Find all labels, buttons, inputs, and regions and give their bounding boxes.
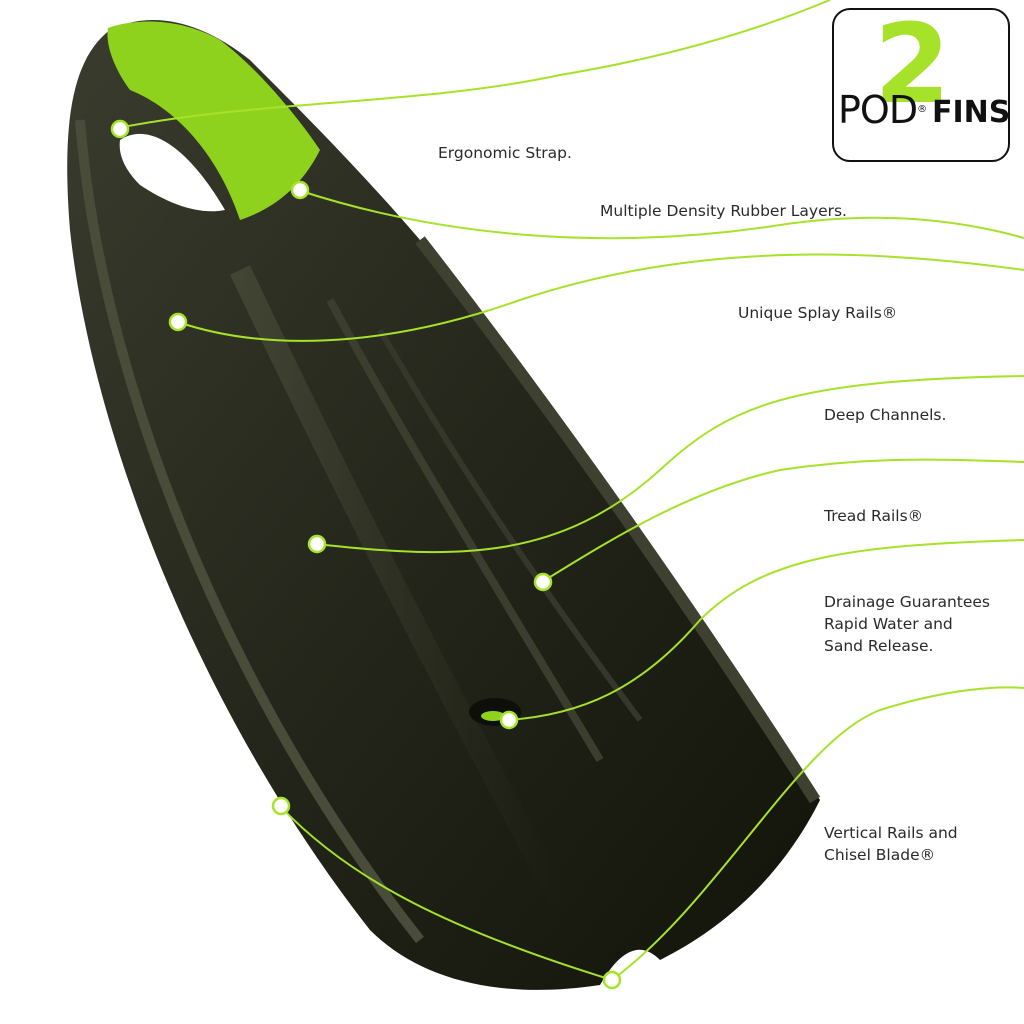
label-line: Chisel Blade® bbox=[824, 846, 936, 864]
logo-product: FINS bbox=[932, 95, 1010, 130]
leader-splay-rails bbox=[177, 253, 1024, 342]
strap-opening bbox=[119, 133, 225, 212]
center-rail bbox=[230, 265, 570, 906]
label-line: Multiple Density Rubber Layers. bbox=[600, 202, 847, 220]
label-line: Sand Release. bbox=[824, 637, 934, 655]
leader-ergonomic-strap bbox=[117, 0, 831, 129]
outer-rail bbox=[415, 236, 821, 804]
logo-brand-text: POD bbox=[838, 88, 918, 132]
dot-multiple-density bbox=[290, 180, 310, 200]
leader-deep-channels bbox=[315, 375, 1024, 554]
dot-splay-rails bbox=[168, 312, 188, 332]
label-vertical-rails: Vertical Rails and Chisel Blade® bbox=[824, 822, 958, 866]
leader-drainage bbox=[507, 539, 1024, 721]
leader-vertical-rails bbox=[279, 686, 1024, 982]
side-rail bbox=[75, 119, 424, 944]
label-line: Ergonomic Strap. bbox=[438, 144, 572, 162]
logo-brand: POD® bbox=[838, 88, 927, 132]
label-drainage: Drainage Guarantees Rapid Water and Sand… bbox=[824, 591, 990, 657]
leader-multiple-density bbox=[297, 189, 1024, 240]
dot-vertical-rails-tip bbox=[602, 970, 622, 990]
dot-ergonomic-strap bbox=[110, 119, 130, 139]
logo-brand-mark: ® bbox=[917, 104, 927, 115]
label-line: Drainage Guarantees bbox=[824, 593, 990, 611]
label-deep-channels: Deep Channels. bbox=[824, 404, 946, 426]
foot-pocket-lining bbox=[107, 21, 320, 221]
logo-number: 2 bbox=[874, 8, 951, 128]
label-line: Tread Rails® bbox=[824, 507, 924, 525]
label-ergonomic-strap: Ergonomic Strap. bbox=[438, 142, 572, 164]
label-multiple-density: Multiple Density Rubber Layers. bbox=[600, 200, 847, 222]
dot-deep-channels bbox=[307, 534, 327, 554]
label-tread-rails: Tread Rails® bbox=[824, 505, 923, 527]
dot-vertical-rails-edge bbox=[271, 796, 291, 816]
pod-fins-logo: 2 POD® FINS bbox=[832, 8, 1010, 162]
label-line: Rapid Water and bbox=[824, 615, 953, 633]
channel-rail bbox=[326, 298, 604, 763]
drain-hole-lining bbox=[481, 711, 505, 721]
label-line: Unique Splay Rails® bbox=[738, 304, 898, 322]
label-splay-rails: Unique Splay Rails® bbox=[738, 302, 897, 324]
channel-rail-2 bbox=[377, 328, 643, 722]
dot-tread-rails bbox=[533, 572, 553, 592]
label-line: Vertical Rails and bbox=[824, 824, 958, 842]
label-line: Deep Channels. bbox=[824, 406, 947, 424]
leader-tread-rails bbox=[541, 458, 1024, 583]
dot-drainage bbox=[499, 710, 519, 730]
